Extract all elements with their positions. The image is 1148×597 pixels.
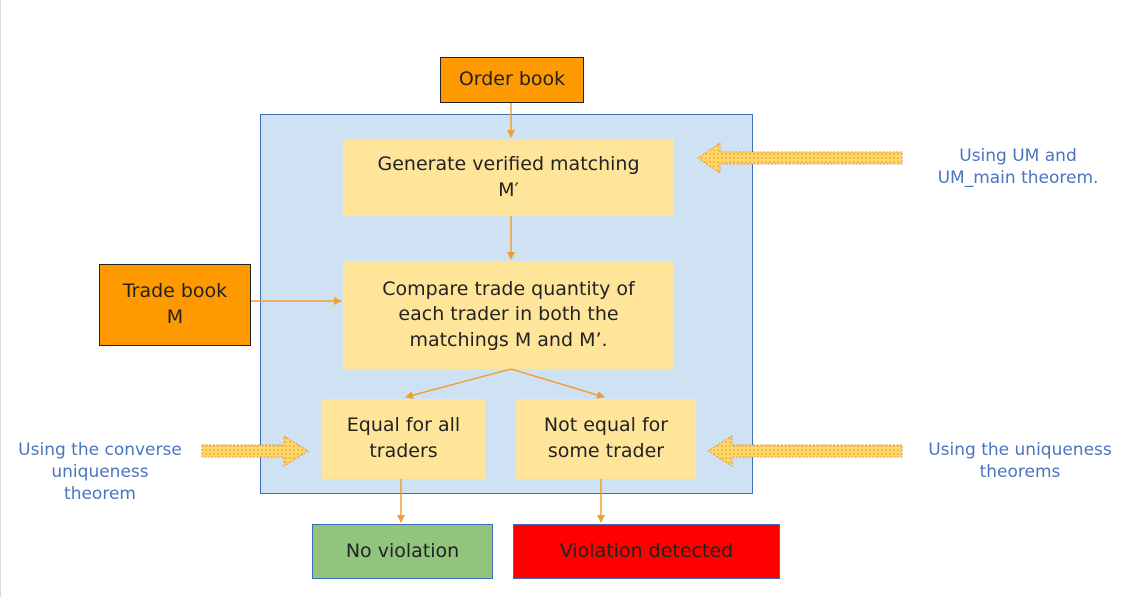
compare-line-1: Compare trade quantity of: [382, 277, 635, 300]
no-violation-label: No violation: [345, 539, 460, 562]
generate-matching-label: Generate verified matching: [377, 152, 640, 175]
trade-book-node: Trade book M: [99, 264, 251, 346]
trade-book-symbol: M: [166, 306, 184, 328]
converse-theorem-annotation: Using the converse uniqueness theorem: [0, 439, 200, 505]
converse-line-1: Using the converse: [18, 440, 182, 460]
uniqueness-block-arrow: [707, 435, 903, 467]
converse-block-arrow: [201, 435, 309, 467]
not-equal-line-2: some trader: [547, 440, 665, 462]
compare-line-3: matchings M and M’.: [409, 328, 608, 351]
equal-line-1: Equal for all: [346, 414, 461, 437]
compare-to-equal-arrow: [405, 368, 512, 400]
converse-line-2: uniqueness: [51, 462, 149, 483]
trade-book-label: Trade book: [122, 280, 228, 303]
generate-matching-symbol: M′: [498, 178, 519, 201]
equal-line-2: traders: [369, 440, 438, 462]
order-book-label: Order book: [458, 68, 566, 91]
left-border-line: [0, 0, 1, 597]
um-line-1: Using UM and: [959, 146, 1077, 166]
not-equal-line-1: Not equal for: [543, 414, 669, 437]
compare-quantity-node: Compare trade quantity of each trader in…: [343, 261, 674, 369]
order-book-node: Order book: [440, 57, 584, 103]
um-block-arrow: [697, 142, 903, 174]
um-line-2: UM_main theorem.: [937, 168, 1099, 189]
uniqueness-line-2: theorems: [979, 462, 1061, 483]
compare-to-not-equal-arrow: [510, 368, 605, 399]
no-violation-node: No violation: [312, 524, 493, 579]
violation-detected-label: Violation detected: [559, 539, 734, 562]
compare-line-2: each trader in both the: [398, 303, 619, 326]
not-equal-node: Not equal for some trader: [516, 399, 696, 479]
violation-detected-node: Violation detected: [513, 524, 780, 579]
generate-matching-node: Generate verified matching M′: [343, 139, 674, 216]
um-theorem-annotation: Using UM and UM_main theorem.: [898, 145, 1138, 189]
uniqueness-theorem-annotation: Using the uniqueness theorems: [900, 439, 1140, 483]
equal-for-all-node: Equal for all traders: [322, 399, 485, 479]
uniqueness-line-1: Using the uniqueness: [928, 440, 1112, 460]
converse-line-3: theorem: [64, 484, 136, 505]
